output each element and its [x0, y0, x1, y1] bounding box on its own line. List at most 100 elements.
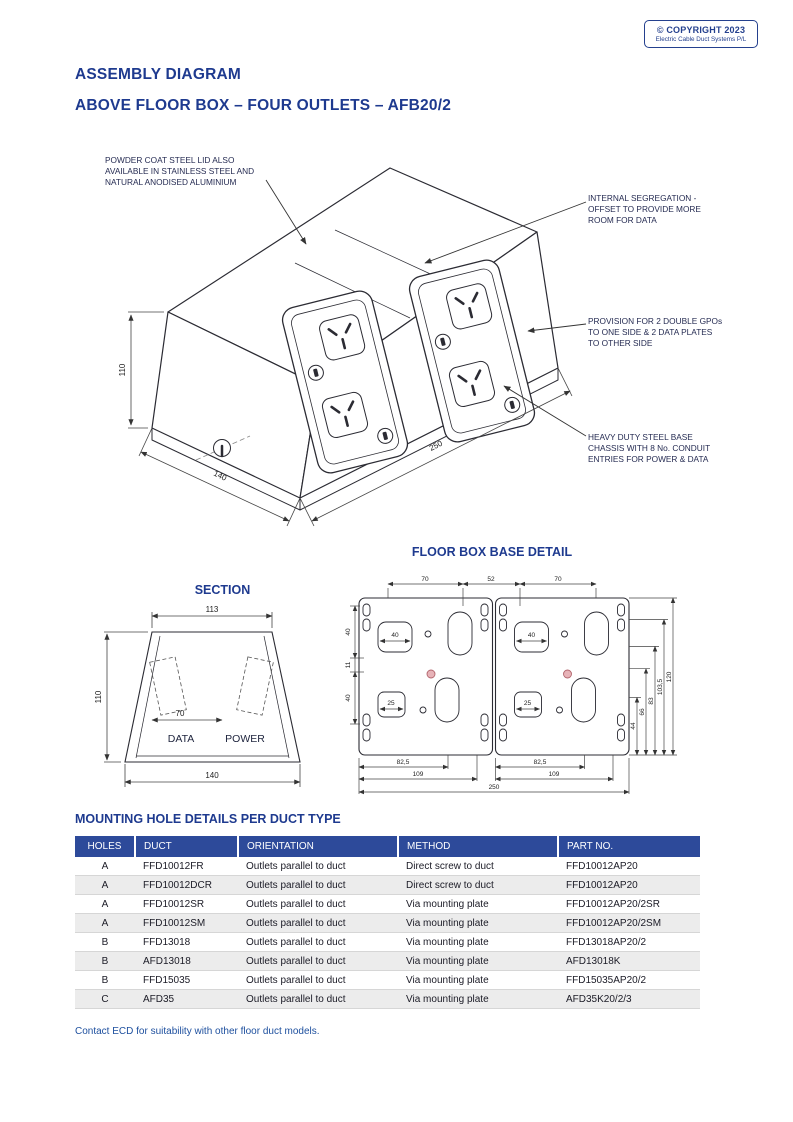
- table-cell: Via mounting plate: [398, 894, 558, 914]
- iso-assembly-drawing: 110 250 140: [118, 167, 587, 527]
- base-detail-title: FLOOR BOX BASE DETAIL: [411, 545, 573, 559]
- table-cell: Via mounting plate: [398, 951, 558, 971]
- col-header-duct: DUCT: [135, 836, 239, 857]
- table-cell: Via mounting plate: [398, 932, 558, 952]
- contact-note: Contact ECD for suitability with other f…: [75, 1026, 320, 1037]
- base-plate-outline: [358, 597, 630, 756]
- callout-lid-note: POWDER COAT STEEL LID ALSO AVAILABLE IN …: [105, 155, 255, 187]
- section-dim-113-label: 113: [206, 605, 219, 614]
- dim-right-44: 44: [630, 722, 637, 730]
- dim-top-chain: [387, 581, 597, 606]
- table-cell: Via mounting plate: [398, 913, 558, 933]
- dim-length-label: 250: [428, 439, 444, 453]
- table-cell: Via mounting plate: [398, 970, 558, 990]
- duct-table: HOLES DUCT ORIENTATION METHOD PART NO. A…: [75, 836, 700, 1009]
- section-dim-113: [151, 612, 273, 628]
- table-cell: Outlets parallel to duct: [238, 951, 398, 971]
- dim-left-40a: 40: [345, 628, 352, 636]
- dim-right-66: 66: [639, 708, 646, 716]
- table-cell: C: [75, 989, 135, 1009]
- callout-provision-note: PROVISION FOR 2 DOUBLE GPOs TO ONE SIDE …: [588, 316, 723, 348]
- dim-top-52: 52: [487, 576, 495, 583]
- table-cell: Outlets parallel to duct: [238, 894, 398, 914]
- leader-lid: [265, 179, 307, 245]
- dimension-length: [299, 367, 573, 527]
- section-dim-140: [124, 764, 301, 787]
- bay-right: 40 25: [499, 603, 625, 742]
- leader-chassis: [503, 385, 587, 437]
- table-cell: A: [75, 875, 135, 895]
- table-cell: B: [75, 951, 135, 971]
- table-cell: AFD13018K: [558, 951, 700, 971]
- table-cell: Direct screw to duct: [398, 875, 558, 895]
- dim-square-40: 40: [391, 632, 399, 639]
- table-cell: FFD13018: [135, 932, 238, 952]
- col-header-part-no: PART NO.: [558, 836, 700, 857]
- table-cell: FFD13018AP20/2: [558, 932, 700, 952]
- dim-left-40b: 40: [345, 694, 352, 702]
- dim-height-label: 110: [118, 363, 127, 376]
- dim-bottom-chains: [358, 755, 630, 795]
- dimension-width: [138, 427, 301, 527]
- dim-top-70a: 70: [421, 576, 429, 583]
- table-cell: FFD10012AP20: [558, 875, 700, 895]
- table-cell: Outlets parallel to duct: [238, 989, 398, 1009]
- table-cell: FFD10012AP20/2SR: [558, 894, 700, 914]
- table-cell: A: [75, 857, 135, 876]
- dim-right-120: 120: [666, 671, 673, 682]
- table-cell: FFD10012DCR: [135, 875, 238, 895]
- dim-left-11: 11: [345, 661, 352, 668]
- dim-right-chains: [629, 597, 677, 756]
- copyright-line2: Electric Cable Duct Systems P/L: [655, 36, 747, 43]
- callout-leaders: [265, 179, 587, 437]
- col-header-holes: HOLES: [75, 836, 136, 857]
- section-outline: [124, 631, 301, 763]
- table-cell: Via mounting plate: [398, 989, 558, 1009]
- table-cell: AFD35: [135, 989, 238, 1009]
- section-dim-140-label: 140: [205, 771, 219, 780]
- knockout-marker: [426, 669, 436, 679]
- dim-square-25: 25: [524, 700, 532, 707]
- table-cell: Direct screw to duct: [398, 857, 558, 876]
- table-cell: AFD35K20/2/3: [558, 989, 700, 1009]
- base-detail-drawing: 40 25 40 25: [345, 576, 677, 795]
- callout-segregation-note: INTERNAL SEGREGATION - OFFSET TO PROVIDE…: [588, 193, 701, 225]
- table-cell: FFD10012FR: [135, 857, 238, 876]
- mounting-table-title: MOUNTING HOLE DETAILS PER DUCT TYPE: [75, 812, 341, 826]
- table-cell: A: [75, 913, 135, 933]
- dim-square-25: 25: [387, 700, 395, 707]
- table-cell: FFD10012SR: [135, 894, 238, 914]
- section-label-power: POWER: [225, 733, 265, 745]
- table-cell: B: [75, 932, 135, 952]
- table-cell: AFD13018: [135, 951, 238, 971]
- table-cell: FFD10012SM: [135, 913, 238, 933]
- dimension-height: [128, 311, 164, 429]
- section-title: SECTION: [194, 583, 251, 597]
- section-dim-70-label: 70: [176, 709, 185, 718]
- dim-bottom-109b: 109: [549, 771, 560, 778]
- dim-right-83: 83: [648, 697, 655, 705]
- table-cell: FFD15035: [135, 970, 238, 990]
- table-cell: Outlets parallel to duct: [238, 857, 398, 876]
- copyright-box: © COPYRIGHT 2023 Electric Cable Duct Sys…: [644, 20, 758, 48]
- table-cell: Outlets parallel to duct: [238, 875, 398, 895]
- callout-chassis-note: HEAVY DUTY STEEL BASE CHASSIS WITH 8 No.…: [588, 432, 711, 464]
- dim-top-70b: 70: [554, 576, 562, 583]
- dim-bottom-825b: 82,5: [534, 759, 547, 766]
- table-cell: Outlets parallel to duct: [238, 913, 398, 933]
- knockout-marker: [563, 669, 572, 679]
- section-drawing: 113 110 70 140 DATA POWER: [94, 605, 301, 787]
- leader-provision: [527, 323, 587, 334]
- dim-square-40: 40: [528, 632, 536, 639]
- table-header-row: HOLES DUCT ORIENTATION METHOD PART NO.: [75, 836, 700, 857]
- table-cell: A: [75, 894, 135, 914]
- copyright-line1: © COPYRIGHT 2023: [656, 25, 746, 35]
